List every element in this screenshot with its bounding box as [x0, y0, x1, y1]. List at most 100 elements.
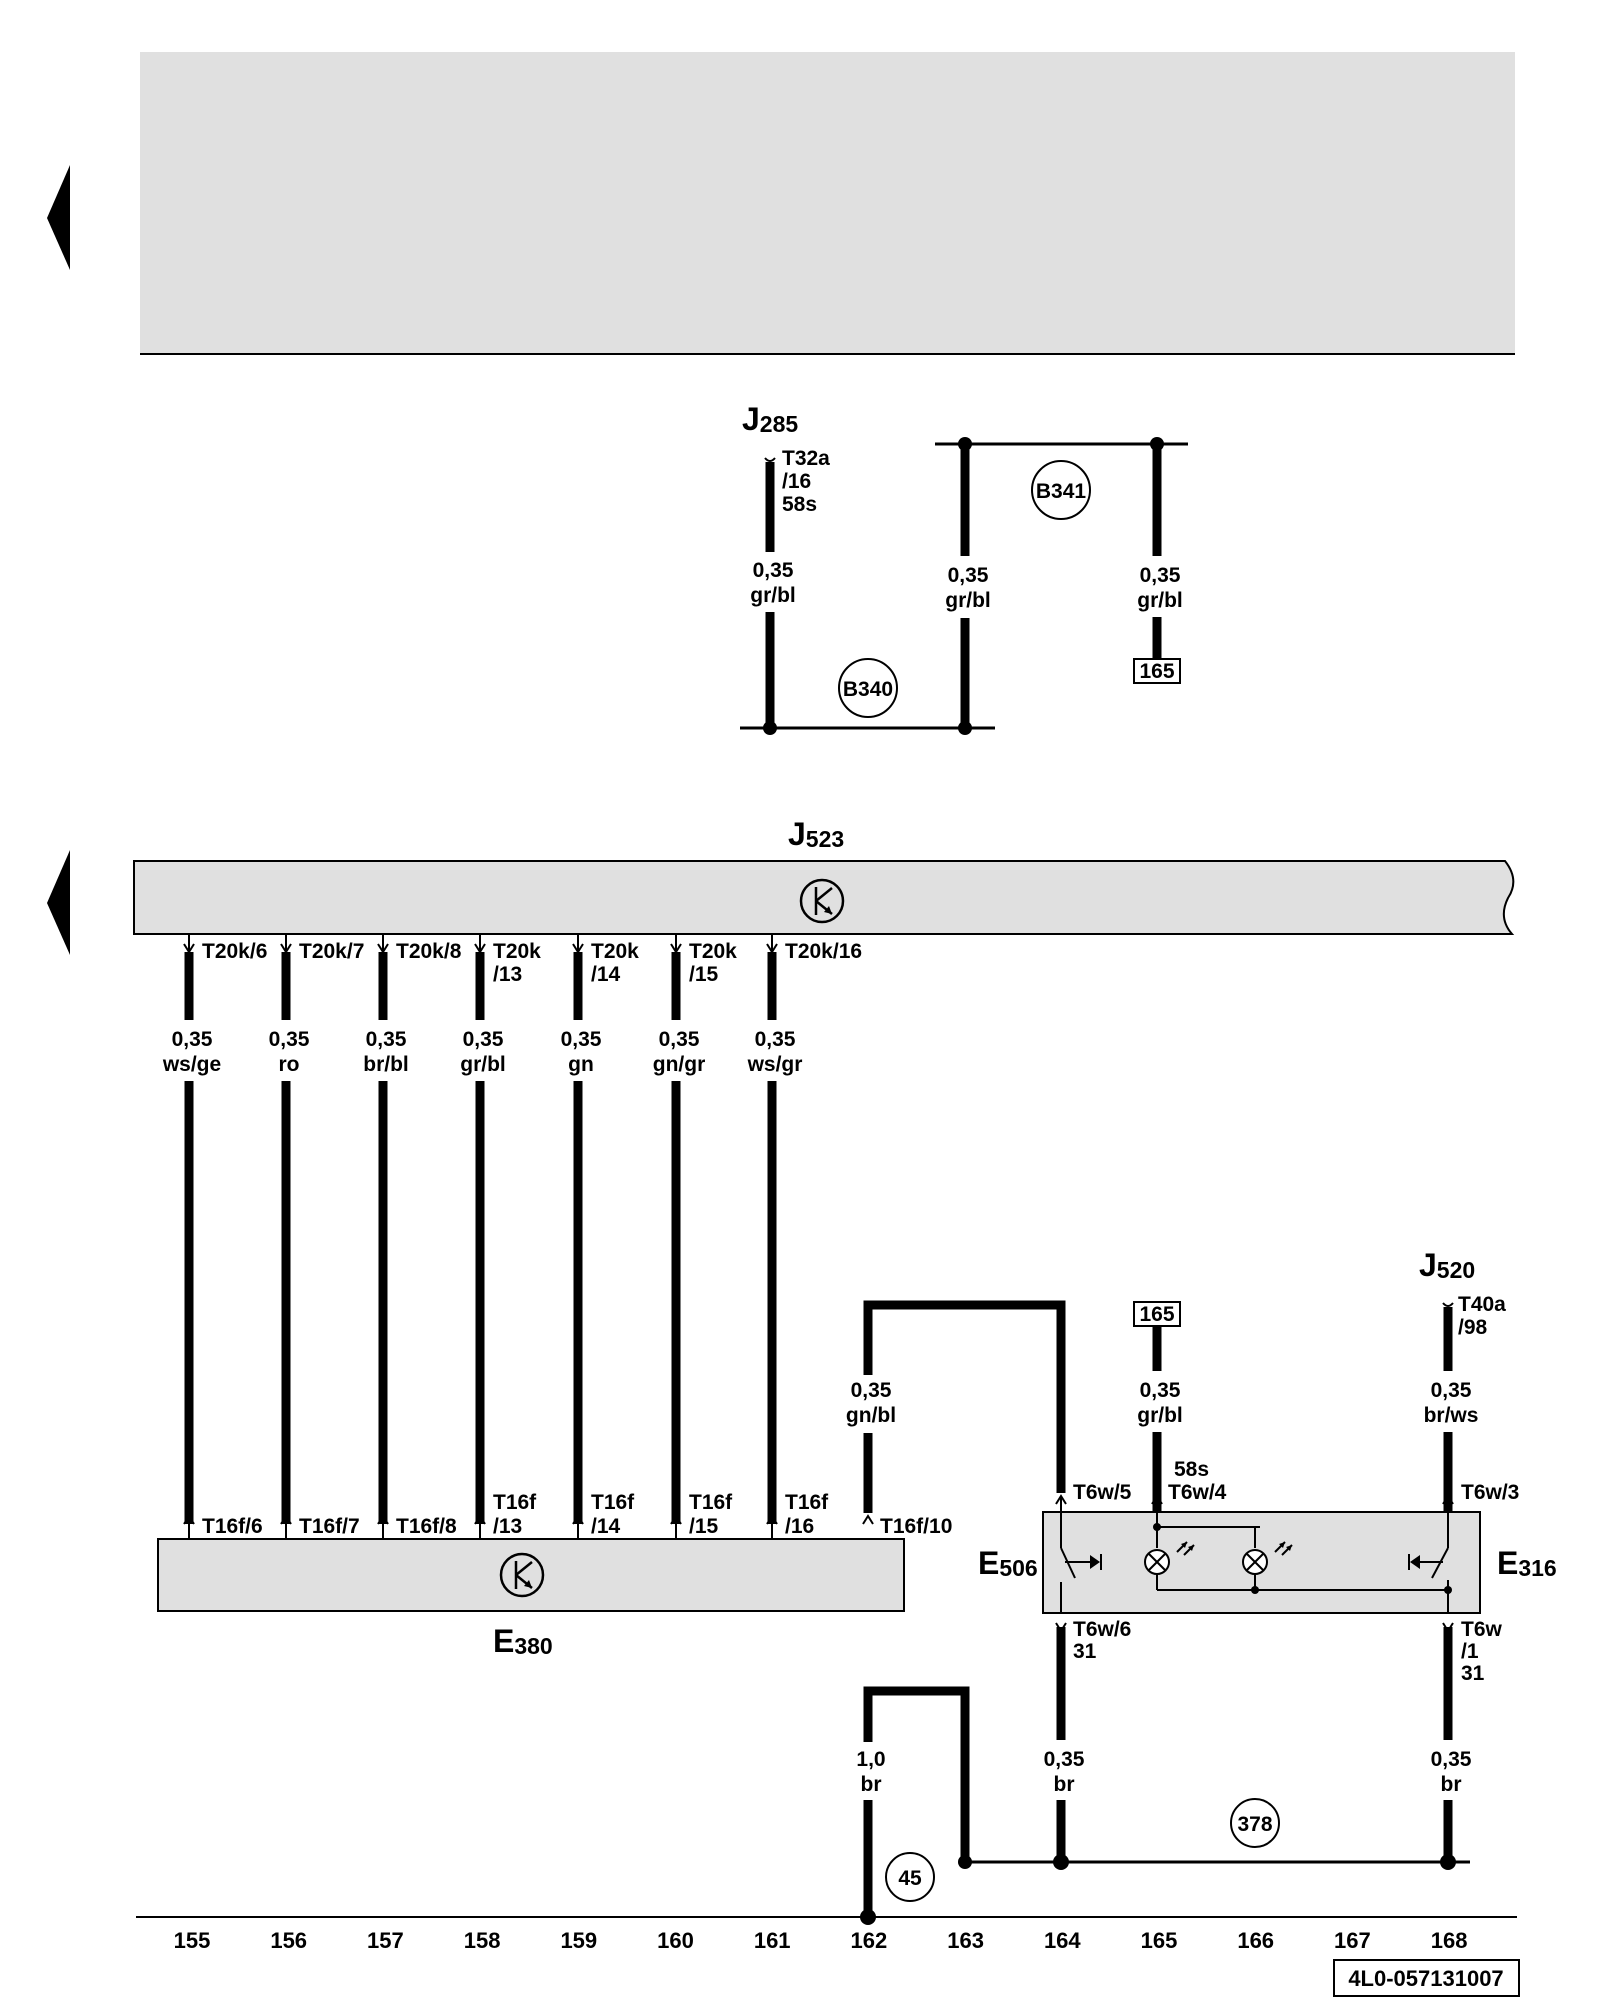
wire-size-label: 0,35 [659, 1028, 700, 1051]
wire-size-label: 0,35 [1431, 1748, 1472, 1771]
previous-page-arrow-icon[interactable] [47, 165, 70, 270]
column-number: 155 [174, 1928, 211, 1953]
electronic-component-icon [499, 1552, 545, 1598]
wire-size-label: 0,35 [1140, 564, 1181, 587]
pin-label: T16f [591, 1491, 635, 1514]
component-j523-label: J523 [788, 816, 844, 852]
pin-label: T16f/7 [299, 1515, 360, 1538]
junction-dot [1440, 1854, 1456, 1870]
label-mask [825, 1742, 913, 1800]
pin-label: T6w [1461, 1618, 1503, 1641]
switch-e506-symbol [1060, 1512, 1102, 1613]
wire-color-label: gr/bl [1137, 1404, 1183, 1427]
column-number: 156 [270, 1928, 307, 1953]
wire-size-label: 0,35 [1431, 1379, 1472, 1402]
bus-wire-group: T20k/60,35ws/geT16f/6T20k/70,35roT16f/7T… [162, 934, 862, 1539]
wire-size-label: 0,35 [753, 559, 794, 582]
ground-connection-378 [1230, 1798, 1280, 1848]
wire-size-label: 0,35 [561, 1028, 602, 1051]
switch-e316-symbol [1408, 1512, 1452, 1613]
pin-label: T20k/7 [299, 940, 364, 963]
wire-size-label: 0,35 [948, 564, 989, 587]
component-e380 [157, 1538, 905, 1612]
pin-label: T16f [785, 1491, 829, 1514]
terminal-label: 58s [782, 493, 817, 516]
column-number: 168 [1431, 1928, 1468, 1953]
ref-165-label: 165 [1139, 660, 1174, 683]
pin-label: T6w/6 [1073, 1618, 1131, 1641]
control-unit-j523 [133, 860, 1515, 935]
component-j285-label: J285 [742, 401, 798, 437]
pin-label: /13 [493, 963, 522, 986]
pin-marker [862, 1514, 874, 1525]
pin-label: T20k/8 [396, 940, 462, 963]
pin-label: T32a [782, 447, 830, 470]
wire-color-label: br [861, 1773, 882, 1796]
previous-section-arrow-icon[interactable] [47, 850, 70, 955]
column-number: 166 [1237, 1928, 1274, 1953]
pin-label: /13 [493, 1515, 522, 1538]
column-number: 157 [367, 1928, 404, 1953]
pin-label: T6w/3 [1461, 1481, 1519, 1504]
junction-dot [1053, 1854, 1069, 1870]
component-e316-label: E316 [1497, 1545, 1557, 1581]
wire-size-label: 0,35 [463, 1028, 504, 1051]
pin-label: T20k [689, 940, 737, 963]
ref-box-165 [1133, 1301, 1181, 1327]
column-number: 164 [1044, 1928, 1081, 1953]
terminal-label: 31 [1461, 1662, 1485, 1685]
wire-color-label: gn/gr [653, 1053, 706, 1076]
junction-dot [763, 721, 777, 735]
pin-marker [764, 457, 776, 462]
indicator-lamp-icon [1144, 1512, 1260, 1591]
ref-box-165 [1133, 658, 1181, 684]
pin-label: /16 [785, 1515, 814, 1538]
label-mask [820, 1375, 915, 1433]
pin-label: T20k/6 [202, 940, 267, 963]
ground-connection-45 [885, 1852, 935, 1902]
component-e506-label: E506 [978, 1545, 1038, 1581]
connection-b340 [838, 658, 898, 718]
wire-color-label: gr/bl [1137, 589, 1183, 612]
column-number: 159 [560, 1928, 597, 1953]
junction-dot [958, 437, 972, 451]
wire-size-label: 0,35 [172, 1028, 213, 1051]
indicator-lamp-icon [1242, 1527, 1448, 1594]
column-number: 161 [754, 1928, 791, 1953]
column-number: 158 [464, 1928, 501, 1953]
pin-label: T16f/6 [202, 1515, 263, 1538]
pin-label: /14 [591, 1515, 621, 1538]
pin-label: /15 [689, 1515, 719, 1538]
pin-label: /14 [591, 963, 621, 986]
pin-label: T16f/8 [396, 1515, 457, 1538]
pin-label: T20k [591, 940, 639, 963]
column-number: 160 [657, 1928, 694, 1953]
wire-color-label: gr/bl [460, 1053, 506, 1076]
wire-color-label: gr/bl [750, 584, 796, 607]
pin-label: T40a [1458, 1293, 1506, 1316]
wire-size-label: 0,35 [1140, 1379, 1181, 1402]
column-number: 162 [851, 1928, 888, 1953]
pin-label: /15 [689, 963, 719, 986]
wire-color-label: br/ws [1424, 1404, 1479, 1427]
document-id: 4L0-057131007 [1348, 1966, 1503, 1991]
wire-br-ground [863, 1686, 970, 1917]
pin-label: /1 [1461, 1640, 1479, 1663]
wire-color-label: br [1441, 1773, 1462, 1796]
ref-165-label: 165 [1139, 1303, 1174, 1326]
wire-color-label: br [1054, 1773, 1075, 1796]
electronic-component-icon [799, 878, 845, 924]
document-id-box [1333, 1959, 1520, 1997]
terminal-label: 31 [1073, 1640, 1097, 1663]
column-number: 165 [1141, 1928, 1178, 1953]
pin-label: /16 [782, 470, 811, 493]
pin-marker [1442, 1302, 1454, 1307]
wire-color-label: br/bl [363, 1053, 409, 1076]
connection-b341-label: B341 [1036, 480, 1087, 503]
pin-label: /98 [1458, 1316, 1488, 1339]
wire-color-label: gn [568, 1053, 594, 1076]
wire-size-label: 0,35 [366, 1028, 407, 1051]
pin-label: T20k/16 [785, 940, 862, 963]
ground-45-label: 45 [898, 1867, 922, 1890]
